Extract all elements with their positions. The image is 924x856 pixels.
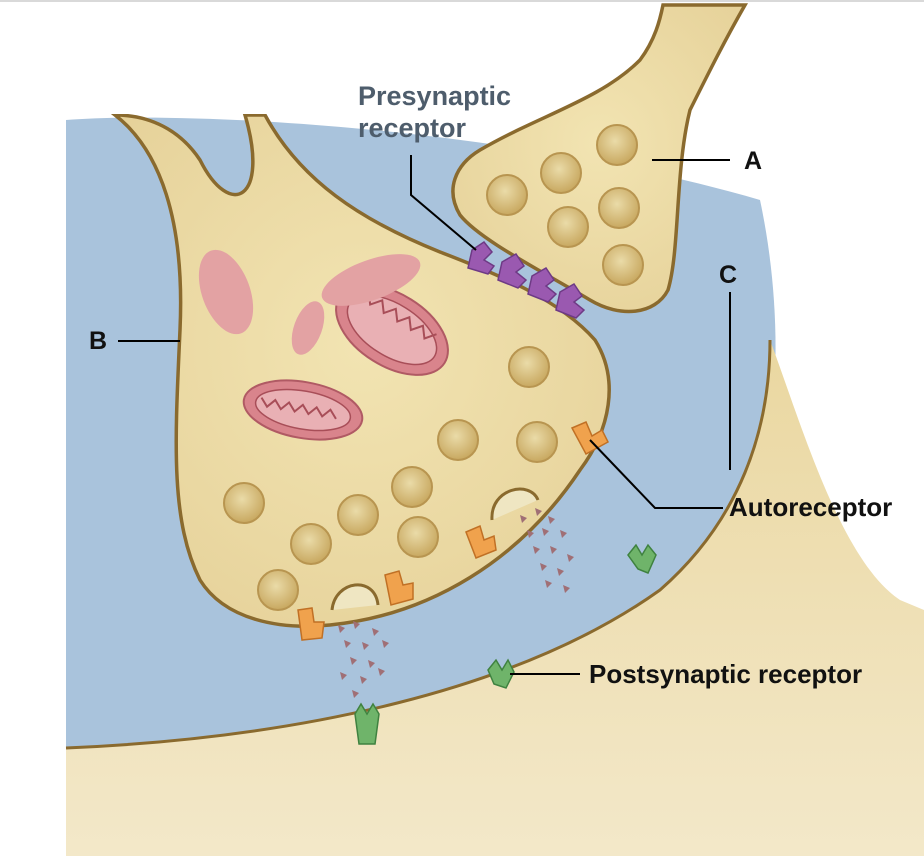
- fusing-vesicles: [330, 487, 540, 611]
- mitochondrion-large-2: [242, 379, 364, 441]
- autoreceptors: [297, 421, 609, 641]
- presynaptic-receptors: [467, 240, 586, 319]
- label-b: B: [89, 327, 108, 355]
- mitochondrion-large-1: [335, 284, 449, 376]
- postsynaptic-receptors: [354, 543, 657, 745]
- mitochondrion-small-2: [321, 254, 421, 306]
- axon-terminal-a: [451, 3, 749, 314]
- neurotransmitter-molecules: [338, 508, 574, 698]
- leader-line-autoreceptor: [589, 439, 723, 509]
- mitochondrion-small-3: [291, 301, 325, 355]
- postsynaptic-membrane: [65, 339, 772, 750]
- presynaptic-label-line1: Presynaptic: [358, 81, 512, 111]
- postsynaptic-receptor-label: Postsynaptic receptor: [589, 659, 863, 689]
- vesicles-terminal-a: [486, 124, 644, 286]
- label-c: C: [719, 261, 738, 289]
- top-border: [0, 0, 924, 2]
- presynaptic-receptor-label: Presynaptic receptor: [358, 80, 511, 144]
- vesicles-terminal-b: [223, 346, 558, 611]
- autoreceptor-label: Autoreceptor: [729, 492, 893, 522]
- mitochondrion-small-1: [198, 249, 254, 335]
- leader-line-presynaptic: [410, 155, 477, 251]
- leader-lines: [118, 155, 731, 675]
- presynaptic-label-line2: receptor: [358, 113, 467, 143]
- label-a: A: [744, 147, 763, 175]
